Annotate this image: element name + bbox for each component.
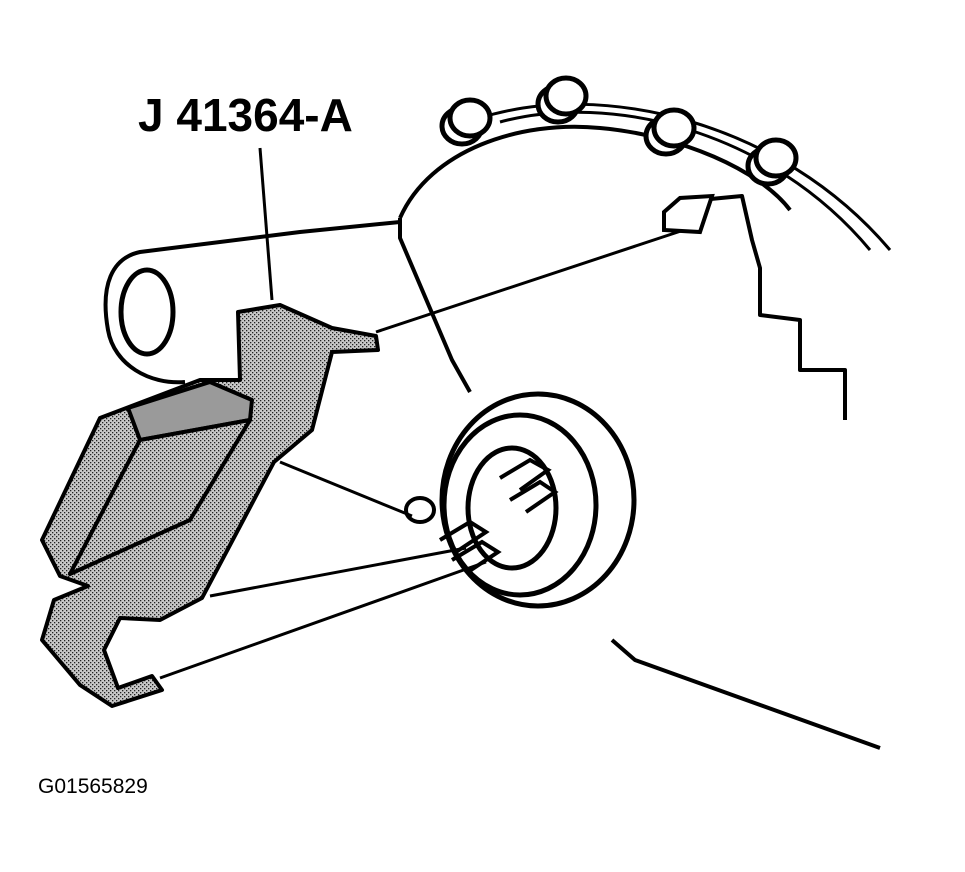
housing-slot <box>118 267 176 357</box>
housing-tab <box>662 193 715 235</box>
engine-housing <box>103 124 881 750</box>
tool-callout-label: J 41364-A <box>138 89 353 141</box>
alignment-lines <box>159 147 691 680</box>
figure-id: G01565829 <box>38 775 148 798</box>
tool-body <box>40 303 380 708</box>
crankshaft-pulley <box>439 391 637 609</box>
bolt-bosses <box>439 75 799 187</box>
